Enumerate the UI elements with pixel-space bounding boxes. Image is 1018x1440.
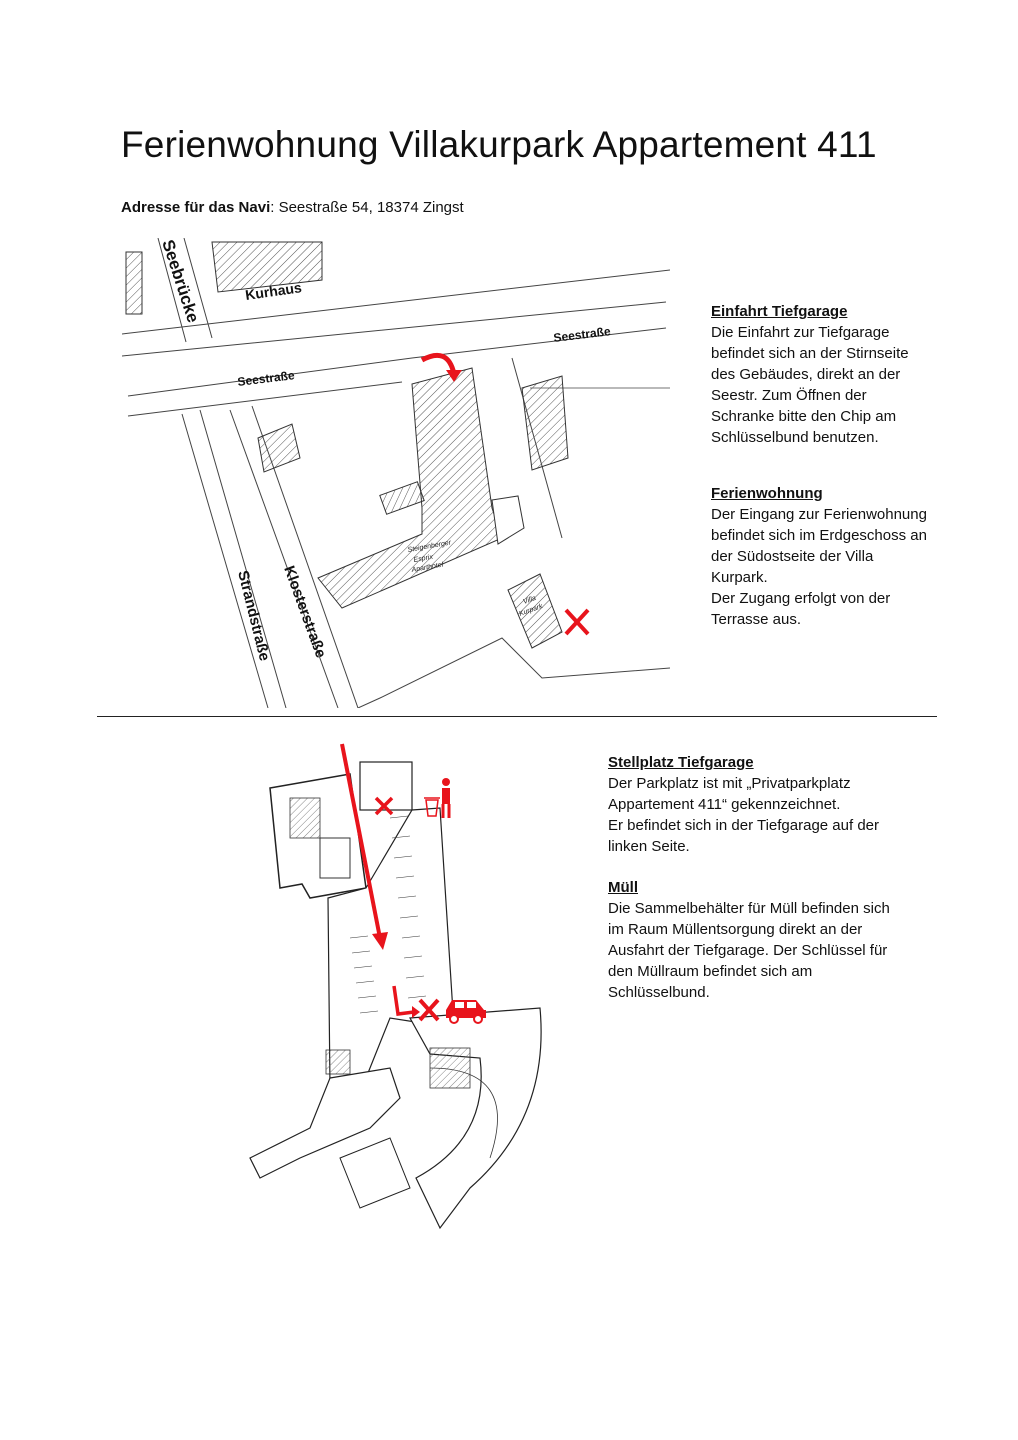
red-arrow-icon: [340, 743, 388, 950]
label-seestrasse-left: Seestraße: [237, 368, 296, 389]
street-map: Seebrücke Kurhaus Seestraße Seestraße St…: [122, 238, 670, 708]
flat-section: Ferienwohnung Der Eingang zur Ferienwohn…: [711, 483, 927, 630]
red-x-marker-icon: [418, 998, 440, 1022]
label-strandstrasse: Strandstraße: [234, 569, 273, 663]
car-icon: [446, 1000, 486, 1024]
address-label: Adresse für das Navi: [121, 199, 271, 216]
entry-text: Die Einfahrt zur Tiefgarage befindet sic…: [711, 324, 909, 446]
entry-section: Einfahrt Tiefgarage Die Einfahrt zur Tie…: [711, 301, 909, 448]
parking-text: Der Parkplatz ist mit „Privatparkplatz A…: [608, 775, 879, 855]
label-hotel-2: Esprix: [413, 554, 434, 564]
red-arrow-icon: [420, 352, 462, 382]
waste-section: Müll Die Sammelbehälter für Müll befinde…: [608, 877, 890, 1003]
waste-heading: Müll: [608, 879, 638, 896]
label-villa-1: Villa: [522, 595, 537, 606]
waste-text: Die Sammelbehälter für Müll befinden sic…: [608, 900, 890, 1001]
entry-heading: Einfahrt Tiefgarage: [711, 303, 848, 320]
garage-floor-plan: [249, 743, 542, 1230]
address-value: : Seestraße 54, 18374 Zingst: [270, 199, 464, 216]
red-x-marker-icon: [374, 796, 394, 816]
label-kurhaus: Kurhaus: [244, 279, 303, 303]
flat-heading: Ferienwohnung: [711, 485, 823, 502]
parking-heading: Stellplatz Tiefgarage: [608, 754, 754, 771]
red-arrow-icon: [392, 985, 420, 1018]
page-title: Ferienwohnung Villakurpark Appartement 4…: [121, 124, 877, 165]
flat-text: Der Eingang zur Ferienwohnung befindet s…: [711, 506, 927, 628]
trash-person-icon: [424, 778, 451, 818]
parking-section: Stellplatz Tiefgarage Der Parkplatz ist …: [608, 752, 879, 857]
red-x-marker-icon: [564, 608, 590, 636]
navigation-address: Adresse für das Navi: Seestraße 54, 1837…: [121, 199, 464, 216]
section-divider: [97, 716, 937, 717]
label-seestrasse-right: Seestraße: [553, 324, 612, 345]
